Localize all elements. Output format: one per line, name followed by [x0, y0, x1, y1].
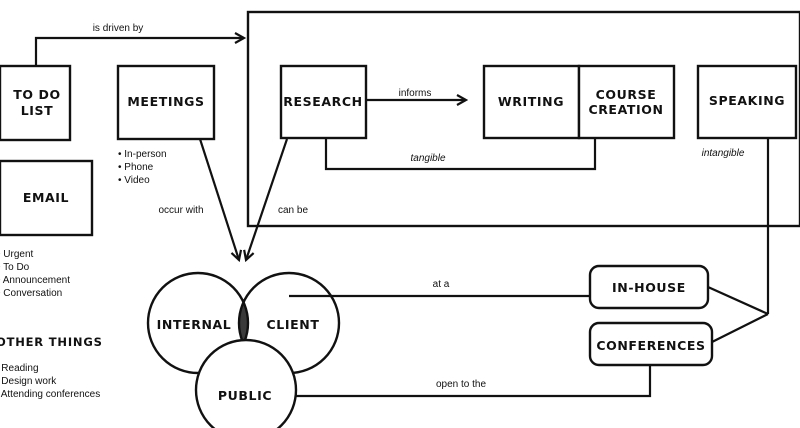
speaking-to-conferences — [711, 313, 769, 343]
in-house-label: IN-HOUSE — [612, 280, 686, 295]
email-type-item: • Conversation — [0, 288, 62, 299]
email-label: EMAIL — [23, 190, 69, 205]
conferences-label: CONFERENCES — [596, 338, 705, 353]
can-be-label: can be — [278, 205, 308, 216]
writing-label: WRITING — [498, 94, 564, 109]
todo-label-line2: LIST — [21, 103, 54, 118]
tangible-connector — [324, 138, 597, 171]
work-container-frame — [246, 10, 800, 228]
meeting-type-item: • Video — [118, 175, 150, 186]
email-type-item: • To Do — [0, 262, 30, 273]
email-type-item: • Urgent — [0, 249, 34, 260]
meeting-type-item: • In-person — [118, 149, 167, 160]
other-things-item: • Reading — [0, 363, 39, 374]
at-a-label: at a — [433, 279, 450, 290]
other-things-title: OTHER THINGS — [0, 335, 103, 349]
speaking-to-inhouse — [707, 285, 769, 316]
meetings-label: MEETINGS — [127, 94, 204, 109]
other-things-item: • Attending conferences — [0, 389, 100, 400]
can-be-arrow — [246, 138, 289, 260]
conferences-box — [588, 321, 714, 367]
todo-label-line1: TO DO — [13, 87, 61, 102]
occur-with-arrow — [198, 138, 239, 260]
occur-with-label: occur with — [158, 205, 203, 216]
internal-label: INTERNAL — [157, 317, 232, 332]
other-things-item: • Design work — [0, 376, 57, 387]
speaking-label: SPEAKING — [709, 93, 785, 108]
course-creation-box — [577, 64, 676, 140]
public-circle — [194, 338, 298, 428]
public-label: PUBLIC — [218, 388, 272, 403]
research-box — [279, 64, 368, 140]
driven-by-connector — [34, 38, 244, 66]
course-label-line2: CREATION — [588, 102, 663, 117]
research-label: RESEARCH — [283, 94, 362, 109]
email-type-item: • Announcement — [0, 275, 70, 286]
in-house-box — [588, 264, 710, 310]
todo-list-box — [0, 64, 72, 142]
intangible-label: intangible — [702, 148, 745, 159]
meetings-box — [116, 64, 216, 141]
speaking-box — [696, 64, 798, 140]
client-label: CLIENT — [267, 317, 320, 332]
driven-by-label: is driven by — [93, 23, 144, 34]
course-label-line1: COURSE — [596, 87, 657, 102]
email-box — [0, 159, 94, 237]
open-to-connector — [296, 362, 652, 398]
meeting-type-item: • Phone — [118, 162, 154, 173]
writing-box — [482, 64, 581, 140]
open-to-label: open to the — [436, 379, 486, 390]
tangible-label: tangible — [410, 153, 445, 164]
informs-label: informs — [399, 88, 432, 99]
